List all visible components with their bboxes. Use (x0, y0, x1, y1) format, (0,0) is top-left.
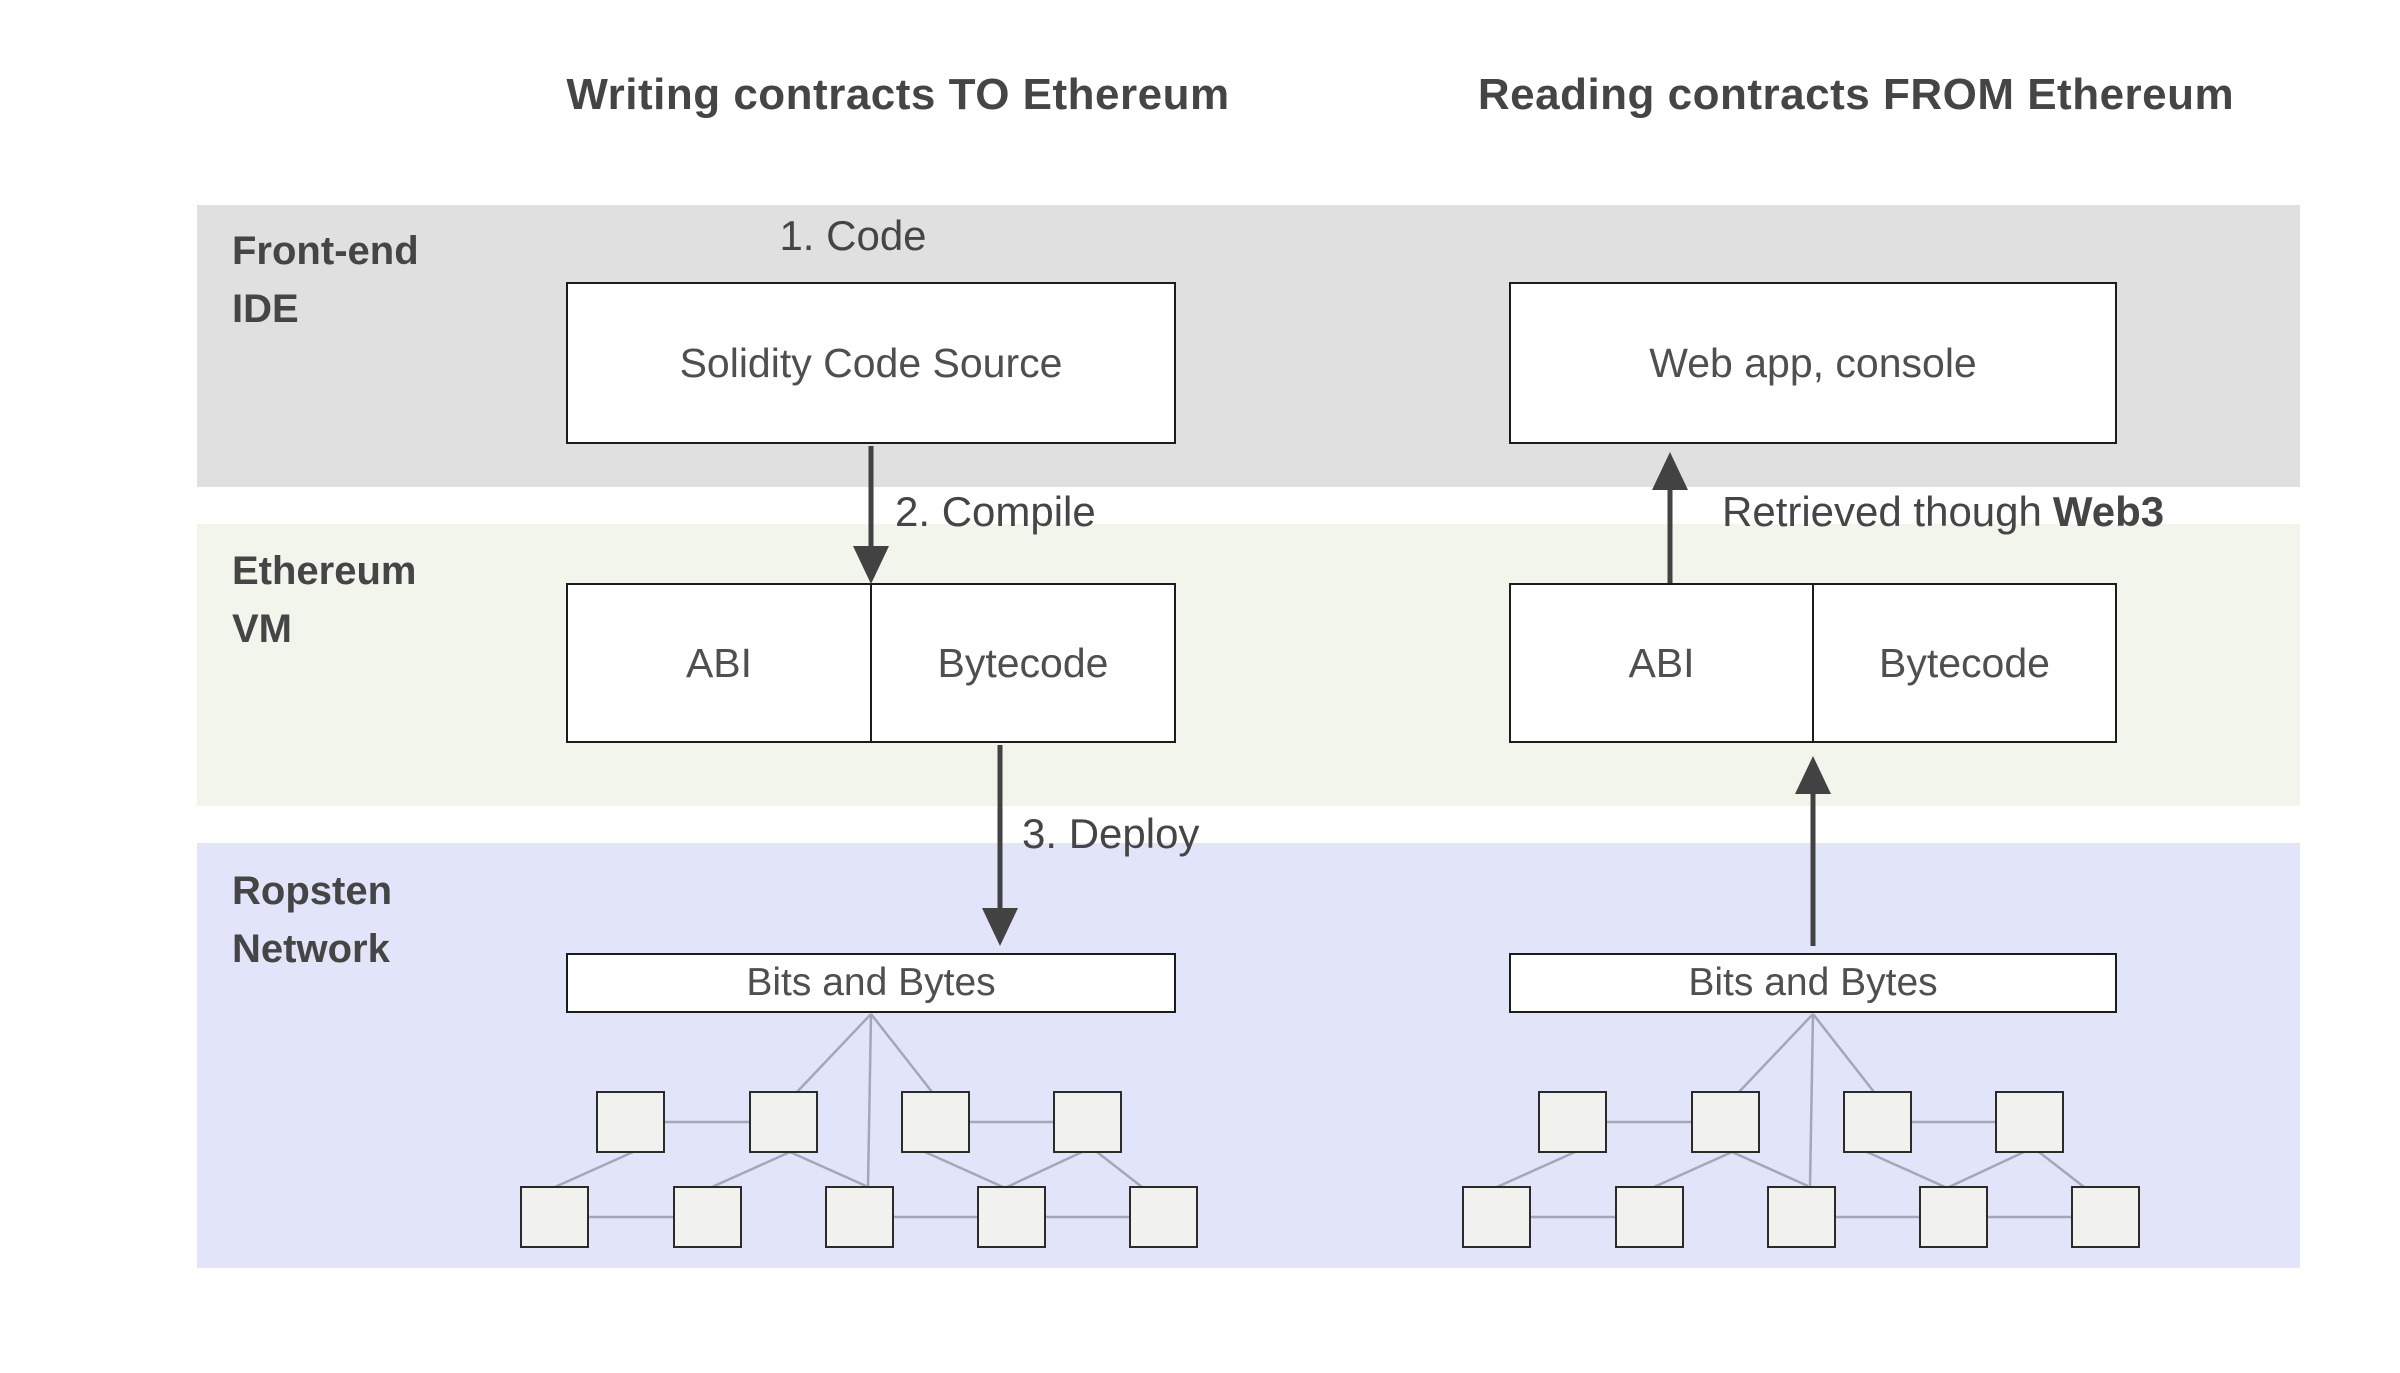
step-label-deploy: 3. Deploy (1022, 810, 1200, 857)
row-label-ropsten-network: Ropsten Network (232, 862, 392, 978)
bytecode-cell-right: Bytecode (1812, 585, 2115, 741)
row-label-evm-line2: VM (232, 607, 292, 651)
row-label-frontend-ide: Front-end IDE (232, 222, 419, 338)
step-label-code: 1. Code (779, 212, 927, 259)
solidity-source-box: Solidity Code Source (566, 282, 1176, 444)
row-label-ropsten-line1: Ropsten (232, 869, 392, 913)
bytecode-cell-left: Bytecode (870, 585, 1174, 741)
retrieved-label-text: Retrieved though (1722, 488, 2042, 535)
compiled-contract-box-right: ABI Bytecode (1509, 583, 2117, 743)
column-header-reading: Reading contracts FROM Ethereum (1477, 70, 2235, 119)
step-label-compile: 2. Compile (895, 488, 1096, 535)
compiled-contract-box-left: ABI Bytecode (566, 583, 1176, 743)
abi-cell-left: ABI (685, 639, 753, 686)
band-ropsten-network (197, 843, 2300, 1268)
abi-bytecode-split-right: ABI Bytecode (1511, 585, 2115, 741)
column-header-writing: Writing contracts TO Ethereum (566, 70, 1230, 119)
row-label-ropsten-line2: Network (232, 927, 390, 971)
row-label-frontend-line1: Front-end (232, 229, 419, 273)
row-label-ethereum-vm: Ethereum VM (232, 542, 417, 658)
web-app-console-box: Web app, console (1509, 282, 2117, 444)
abi-cell-right: ABI (1628, 639, 1695, 686)
bits-and-bytes-box-right: Bits and Bytes (1509, 953, 2117, 1013)
row-label-evm-line1: Ethereum (232, 549, 417, 593)
bits-and-bytes-box-left: Bits and Bytes (566, 953, 1176, 1013)
abi-bytecode-split-left: ABI Bytecode (568, 585, 1174, 741)
retrieved-label-web3: Web3 (2052, 488, 2165, 535)
row-label-frontend-line2: IDE (232, 287, 299, 331)
